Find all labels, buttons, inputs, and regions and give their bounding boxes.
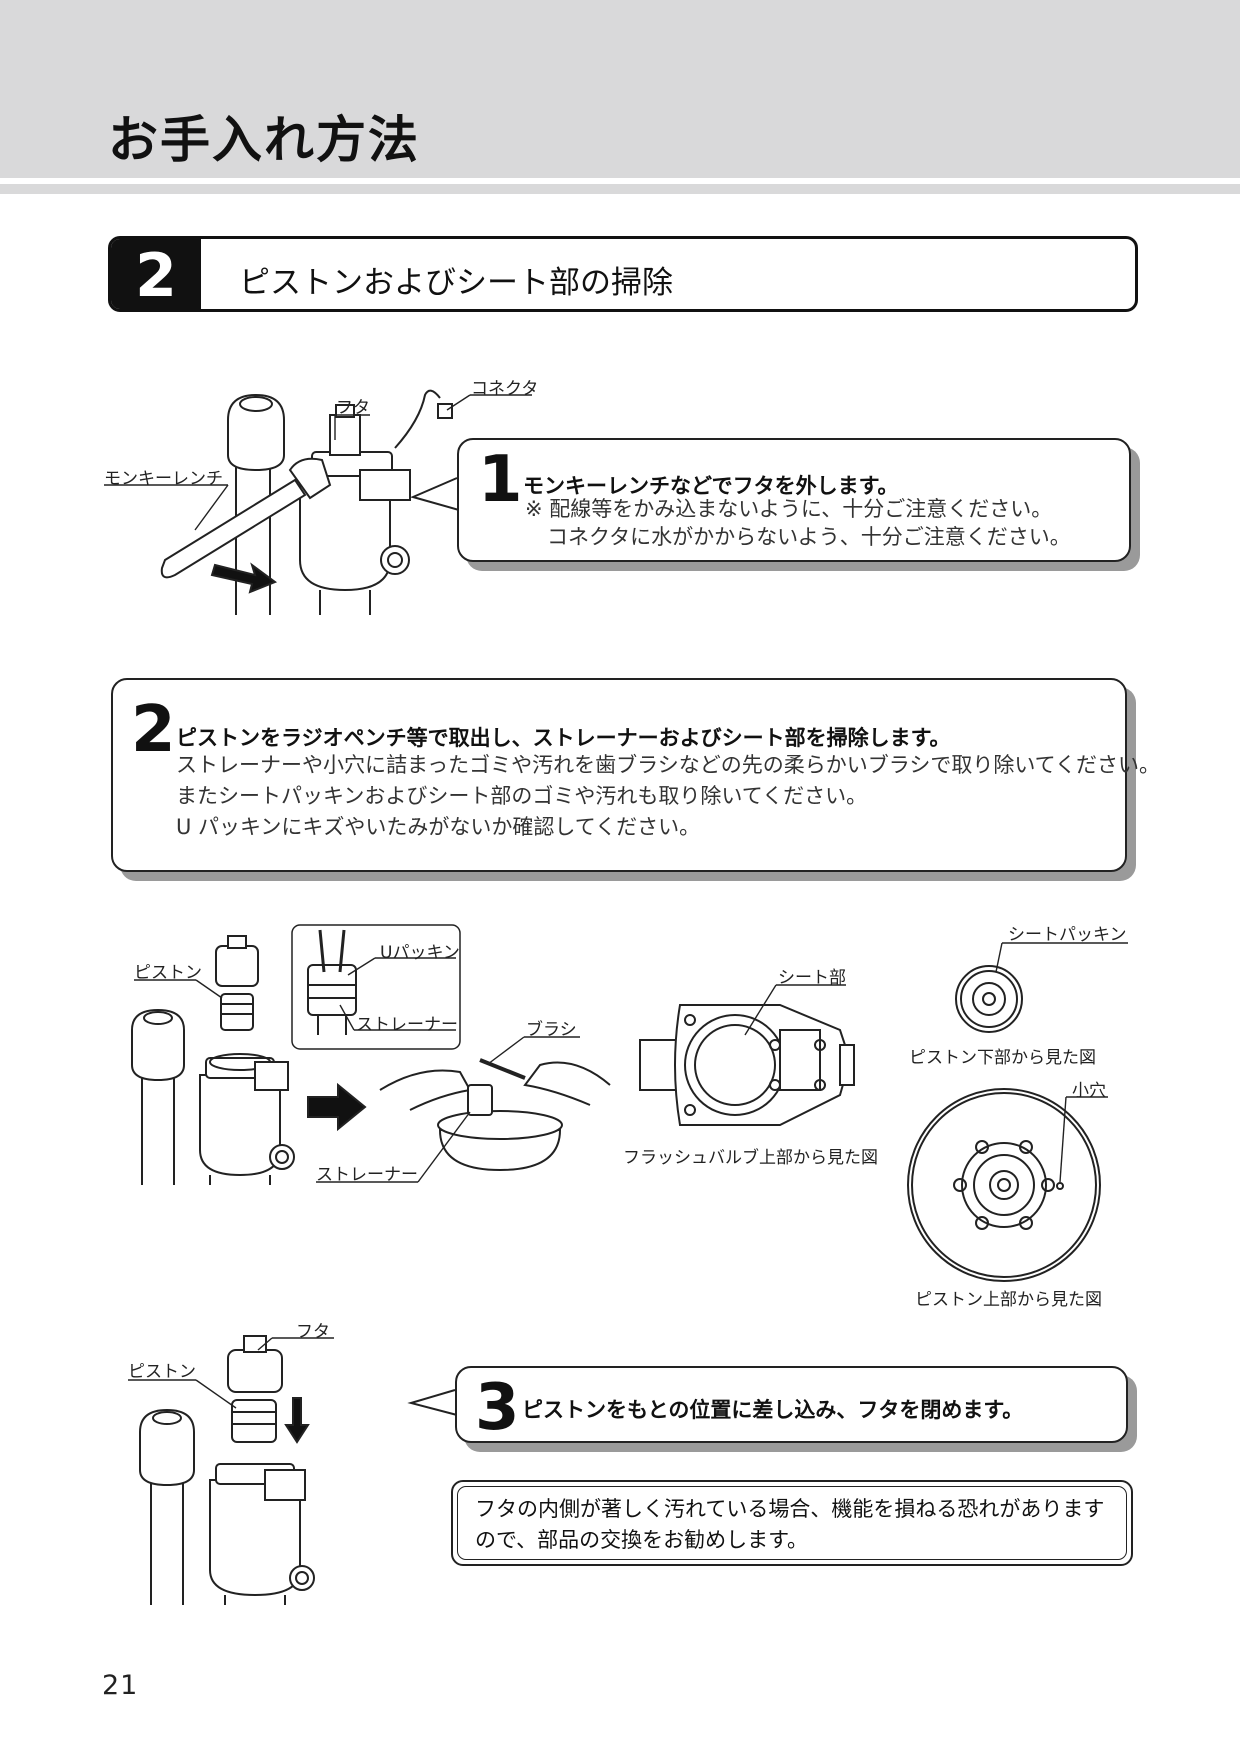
step3-number: 3: [475, 1371, 520, 1445]
fig2-inset-box: [291, 924, 461, 1050]
step2-line-2: またシートパッキンおよびシート部のゴミや汚れも取り除いてください。: [176, 784, 868, 808]
section-number: 2: [135, 241, 177, 311]
step1-note-1: ※ 配線等をかみ込まないように、十分ご注意ください。: [525, 497, 1053, 521]
fig2-label-small-hole: 小穴: [1072, 1081, 1106, 1101]
fig2-piston-bottom-view: [955, 965, 1023, 1033]
page-number: 21: [102, 1670, 139, 1701]
leader-lines: [104, 394, 1128, 1409]
step3-heading: ピストンをもとの位置に差し込み、フタを閉めます。: [522, 1398, 1024, 1422]
step1-note-2: コネクタに水がかからないよう、十分ご注意ください。: [547, 525, 1071, 549]
fig2-label-seat: シート部: [778, 968, 846, 988]
step2-number: 2: [131, 693, 176, 767]
fig3-label-piston: ピストン: [128, 1362, 196, 1382]
fig1-label-wrench: モンキーレンチ: [104, 469, 223, 489]
header-stripe: [0, 184, 1240, 194]
fig2-caption-piston-bottom: ピストン下部から見た図: [909, 1048, 1096, 1068]
fig2-label-strainer-inset: ストレーナー: [356, 1015, 458, 1035]
fig1-label-connector: コネクタ: [471, 379, 539, 399]
fig1-valve-drawing: [160, 389, 453, 615]
section-number-box: 2: [111, 239, 201, 309]
notice-line-1: フタの内側が著しく汚れている場合、機能を損ねる恐れがあります: [475, 1497, 1105, 1521]
fig1-label-cover: フタ: [336, 398, 370, 418]
fig2-caption-valve-top: フラッシュバルブ上部から見た図: [623, 1148, 878, 1168]
header-divider: [0, 178, 1240, 184]
fig2-label-strainer: ストレーナー: [316, 1165, 418, 1185]
step1-callout: 1 モンキーレンチなどでフタを外します。 ※ 配線等をかみ込まないように、十分ご…: [457, 438, 1131, 562]
step2-heading: ピストンをラジオペンチ等で取出し、ストレーナーおよびシート部を掃除します。: [176, 726, 951, 750]
fig2-valve-drawing: [131, 935, 611, 1185]
fig2-label-brush: ブラシ: [526, 1020, 577, 1040]
fig2-flush-valve-top-view: [639, 1004, 855, 1126]
step2-line-3: U パッキンにキズやいたみがないか確認してください。: [176, 815, 701, 839]
section-title: ピストンおよびシート部の掃除: [239, 265, 673, 301]
fig2-label-u-packing: Uパッキン: [380, 943, 460, 963]
step3-callout: 3 ピストンをもとの位置に差し込み、フタを閉めます。: [455, 1366, 1128, 1443]
fig2-label-piston: ピストン: [134, 963, 202, 983]
step2-line-1: ストレーナーや小穴に詰まったゴミや汚れを歯ブラシなどの先の柔らかいブラシで取り除…: [176, 753, 1161, 777]
page-title: お手入れ方法: [108, 111, 420, 169]
step1-number: 1: [478, 443, 523, 517]
fig2-caption-piston-top: ピストン上部から見た図: [915, 1290, 1102, 1310]
fig3-valve-drawing: [139, 1335, 315, 1605]
notice-inner-border: [457, 1486, 1127, 1560]
step2-callout: 2 ピストンをラジオペンチ等で取出し、ストレーナーおよびシート部を掃除します。 …: [111, 678, 1160, 872]
notice-text: フタの内側が著しく汚れている場合、機能を損ねる恐れがあります ので、部品の交換を…: [475, 1494, 1104, 1556]
fig2-label-seat-packing: シートパッキン: [1008, 925, 1127, 945]
notice-box: フタの内側が著しく汚れている場合、機能を損ねる恐れがあります ので、部品の交換を…: [451, 1480, 1133, 1566]
step1-heading: モンキーレンチなどでフタを外します。: [523, 474, 899, 498]
notice-line-2: ので、部品の交換をお勧めします。: [475, 1528, 809, 1552]
section-banner: 2 ピストンおよびシート部の掃除: [108, 236, 1138, 312]
speech-tails: [407, 477, 460, 1416]
fig2-piston-top-view: [907, 1088, 1101, 1282]
header-band: [0, 0, 1240, 184]
fig3-label-cover: フタ: [296, 1322, 330, 1342]
